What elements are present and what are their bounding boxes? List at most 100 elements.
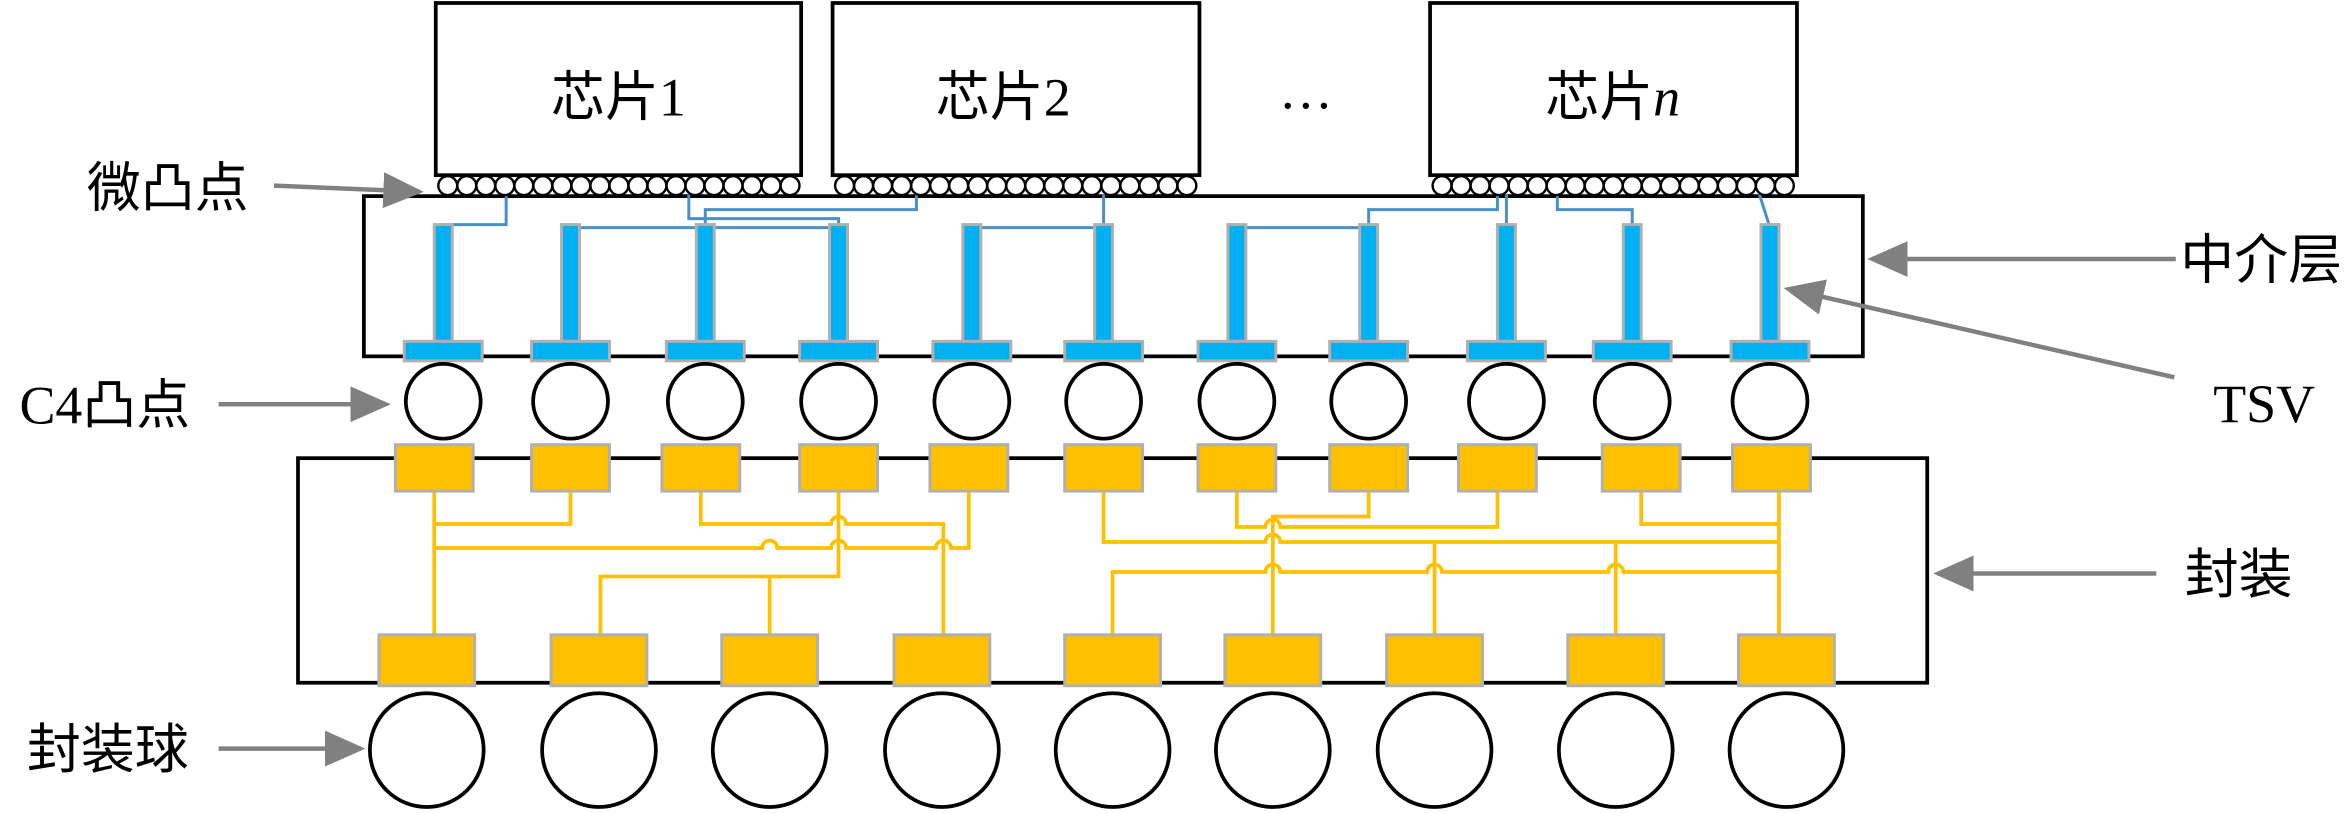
chip-1: 芯片1 xyxy=(433,1,804,178)
micro-bump xyxy=(1564,175,1586,197)
micro-bump xyxy=(513,175,535,197)
tsv-pad xyxy=(798,339,880,363)
chip-ellipsis: … xyxy=(1279,60,1333,120)
micro-bump xyxy=(1621,175,1643,197)
micro-bump xyxy=(1545,175,1567,197)
micro-bump xyxy=(948,175,970,197)
callout-c4-bump: C4凸点 xyxy=(19,376,391,436)
micro-bump xyxy=(1043,175,1065,197)
package-ball xyxy=(1727,691,1846,809)
micro-bump xyxy=(665,175,687,197)
package-bottom-pad xyxy=(549,633,649,688)
micro-bump xyxy=(1488,175,1510,197)
micro-bump xyxy=(589,175,611,197)
micro-bump xyxy=(760,175,782,197)
package-ball xyxy=(540,691,658,809)
micro-bump xyxy=(1005,175,1027,197)
micro-bump xyxy=(532,175,554,197)
c4-bump xyxy=(932,361,1012,441)
callout-tsv: TSV xyxy=(1783,279,2315,434)
micro-bump-label: 微凸点 xyxy=(87,157,249,220)
package-bottom-pad xyxy=(377,633,477,688)
micro-bump xyxy=(1024,175,1046,197)
package-bottom-pad xyxy=(1223,633,1323,688)
micro-bump xyxy=(1602,175,1624,197)
micro-bump xyxy=(1081,175,1103,197)
micro-bump xyxy=(1431,175,1453,197)
micro-bump xyxy=(1773,175,1795,197)
tsv-pad xyxy=(402,339,484,363)
tsv-via xyxy=(1759,223,1781,343)
package-top-pad xyxy=(1063,443,1145,493)
micro-bump xyxy=(833,175,856,197)
tsv-array xyxy=(402,223,1811,363)
c4-bump xyxy=(665,361,745,441)
package-trace xyxy=(434,491,971,550)
package-top-pad xyxy=(928,443,1010,493)
c4-bump xyxy=(1592,361,1672,441)
c4-bump xyxy=(403,361,483,441)
chip-n-body xyxy=(1428,1,1799,178)
tsv-via xyxy=(432,223,454,343)
tsv-pad xyxy=(1729,339,1811,363)
chip-1-label: 芯片1 xyxy=(551,65,686,128)
micro-bump xyxy=(1754,175,1776,197)
micro-bump xyxy=(1735,175,1757,197)
chip-n-label: 芯片n xyxy=(1545,65,1680,128)
package-ball xyxy=(883,691,1001,809)
package-bottom-pads xyxy=(377,633,1836,688)
interposer-label: 中介层 xyxy=(2180,228,2342,291)
tsv-via xyxy=(1093,223,1115,343)
micro-bump xyxy=(1157,175,1179,197)
package-ball xyxy=(710,691,829,809)
package-trace xyxy=(1270,491,1371,635)
package-label: 封装 xyxy=(2185,543,2293,606)
tsv-pad xyxy=(1063,339,1145,363)
chip-1-index: 1 xyxy=(659,67,686,127)
c4-bump xyxy=(799,361,878,441)
tsv-via xyxy=(1358,223,1380,343)
package-bottom-pad xyxy=(1566,633,1666,688)
package-ball xyxy=(1053,691,1172,809)
package-bottom-pad xyxy=(1063,633,1163,688)
package-top-pad xyxy=(1196,443,1278,493)
micro-bump xyxy=(779,175,801,197)
package-top-pad xyxy=(1600,443,1682,493)
micro-bump xyxy=(627,175,649,197)
c4-bump xyxy=(1329,361,1408,441)
package-traces xyxy=(432,491,1781,635)
micro-bump xyxy=(967,175,989,197)
micro-bump xyxy=(1062,175,1084,197)
micro-bump xyxy=(1659,175,1681,197)
tsv-via xyxy=(961,223,983,343)
tsv-via xyxy=(1621,223,1643,343)
chip-2-label: 芯片2 xyxy=(936,65,1071,128)
chip-1-body xyxy=(433,1,804,178)
callout-interposer: 中介层 xyxy=(1867,228,2342,291)
tsv-via xyxy=(694,223,716,343)
tsv-pad xyxy=(1466,339,1547,363)
package-bottom-pad xyxy=(1737,633,1836,688)
micro-bump xyxy=(909,175,932,197)
package-top-pad xyxy=(1328,443,1410,493)
package-top-pad xyxy=(798,443,880,493)
micro-bump xyxy=(1507,175,1529,197)
callout-micro-bump: 微凸点 xyxy=(87,157,424,220)
callout-package: 封装 xyxy=(1933,543,2293,606)
micro-bump xyxy=(437,175,459,197)
micro-bump xyxy=(684,175,706,197)
interposer-trace xyxy=(443,194,508,227)
micro-bump xyxy=(1583,175,1605,197)
c4-bumps xyxy=(403,361,1810,441)
tsv-via xyxy=(560,223,582,343)
micro-bump xyxy=(1138,175,1160,197)
package-ball xyxy=(1375,691,1494,809)
micro-bump xyxy=(890,175,913,197)
chip-2-label-text: 芯片 xyxy=(936,65,1044,128)
package-ball xyxy=(367,691,486,809)
c4-bump xyxy=(531,361,610,441)
micro-bump xyxy=(871,175,894,197)
tsv-arrow xyxy=(1783,279,2175,380)
micro-bump xyxy=(741,175,763,197)
chip-2-index: 2 xyxy=(1044,67,1071,127)
